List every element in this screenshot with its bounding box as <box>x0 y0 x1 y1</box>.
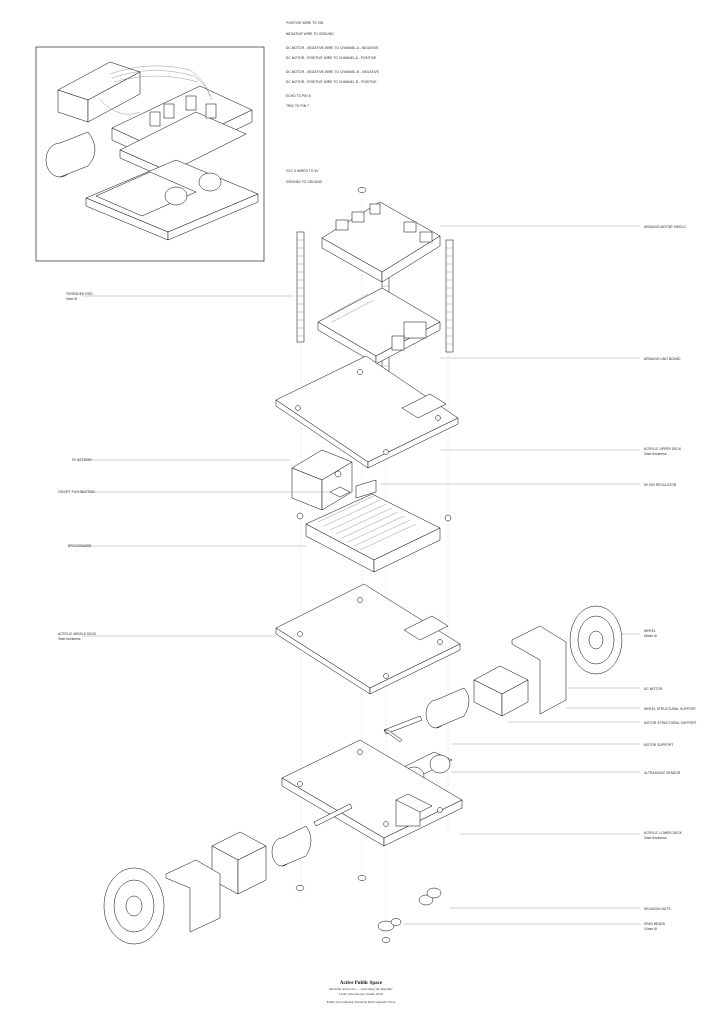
label-motor-support: MOTOR STRUCTURAL SUPPORT <box>644 721 697 725</box>
span-beads <box>377 918 402 932</box>
title-block: Active Public Space Machinic Protocols —… <box>327 981 396 1004</box>
label-ultrasonic: ULTRASONIC SENSOR <box>644 771 681 775</box>
wiring-note: DC MOTOR - NEGATIVE WIRE TO CHANNEL B - … <box>286 70 379 74</box>
acrylic-lower-deck <box>281 739 463 847</box>
leader-lines <box>82 225 640 925</box>
label-acrylic-lower: ACRYLIC LOWER DECK <box>644 831 683 835</box>
motor-bracket-right <box>383 715 423 743</box>
wheel-right <box>569 605 623 675</box>
wiring-note: DC MOTOR - POSITIVE WIRE TO CHANNEL A - … <box>286 56 376 60</box>
wheel-support-right <box>511 625 567 715</box>
acrylic-upper-deck <box>275 355 459 469</box>
label-acrylic-lower-sub: 3mm thickness <box>644 836 667 840</box>
label-acrylic-upper-sub: 3mm thickness <box>644 452 667 456</box>
wiring-note: DC MOTOR - NEGATIVE WIRE TO CHANNEL A - … <box>286 46 379 50</box>
acrylic-middle-deck <box>275 583 461 695</box>
label-threaded-rod: THREADED ROD <box>66 292 93 296</box>
label-arduino: ARDUINO UNO BOARD <box>644 357 681 361</box>
label-wheel: WHEEL <box>644 629 656 633</box>
label-acrylic-middle-sub: 3mm thickness <box>58 637 81 641</box>
drawing-subtitle: Machinic Protocols — Activating the Repu… <box>329 987 393 991</box>
wiring-notes: POSITIVE WIRE TO VIN NEGATIVE WIRE TO GR… <box>286 21 379 184</box>
regulator <box>355 479 377 499</box>
label-rollers: SPAN BEADS <box>644 922 665 926</box>
hexagon-nuts <box>295 875 442 943</box>
label-hexagon-nuts: HEXAGON NUTS <box>644 907 671 911</box>
wheel-support-left <box>165 859 221 933</box>
wiring-note: NEGATIVE WIRE TO GROUND <box>286 32 334 36</box>
label-acrylic-upper: ACRYLIC UPPER DECK <box>644 447 682 451</box>
label-dc-motor: DC MOTOR <box>644 687 663 691</box>
arduino-board <box>317 287 441 365</box>
assembled-robot-sketch <box>45 61 259 241</box>
on-off-pushbutton <box>329 486 351 498</box>
label-battery: 9V BATTERY <box>72 458 93 462</box>
drawing-studio: IAAC Introductory Studio 2016 <box>339 992 383 996</box>
wheel-left <box>103 867 165 945</box>
motor-shield <box>321 187 441 283</box>
drawing-title: Active Public Space <box>340 981 383 986</box>
label-motor-shield: ARDUINO MOTOR SHIELD <box>644 225 686 229</box>
label-breadboard: BREADBOARD <box>68 544 92 548</box>
component-labels: ARDUINO MOTOR SHIELD THREADED ROD 4mm Ø … <box>58 225 697 931</box>
sensor-note: VCC 5 WIRED TO 5V <box>286 169 319 173</box>
label-wheel-support: WHEEL STRUCTURAL SUPPORT <box>644 707 696 711</box>
label-wheel-sub: 65mm Ø <box>644 634 657 638</box>
wiring-note: TRIG TO PIN 7 <box>286 104 309 108</box>
battery-9v <box>291 449 353 511</box>
wiring-note: DC MOTOR - POSITIVE WIRE TO CHANNEL B - … <box>286 80 377 84</box>
wiring-note: ECHO TO PIN 8 <box>286 94 311 98</box>
dc-motor-left <box>271 825 312 867</box>
label-rollers-sub: 10mm Ø <box>644 927 657 931</box>
label-motor-bracket: MOTOR SUPPORT <box>644 743 673 747</box>
label-acrylic-middle: ACRYLIC MIDDLE DECK <box>58 632 97 636</box>
label-on-off: ON/OFF PUSHBUTTON <box>58 490 95 494</box>
assembled-view-frame <box>35 46 265 262</box>
label-threaded-rod-sub: 4mm Ø <box>66 297 77 301</box>
breadboard <box>296 493 452 573</box>
drawing-authors: Eddie Van Limburg Stirum & Pablo Agustín… <box>327 1000 396 1004</box>
dc-motor-right <box>425 665 529 729</box>
motor-support-left <box>211 831 267 895</box>
label-regulator: 5V DIN REGULATOR <box>644 483 677 487</box>
sensor-note: GROUND TO GROUND <box>286 180 323 184</box>
wiring-note: POSITIVE WIRE TO VIN <box>286 21 324 25</box>
